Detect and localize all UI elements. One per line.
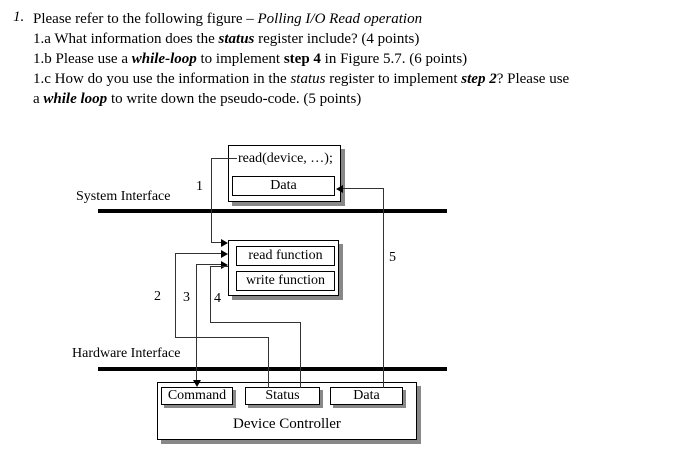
system-interface-line [98, 209, 447, 213]
read-call-label: read(device, …); [238, 151, 333, 166]
step4-connector-top [210, 266, 228, 267]
system-interface-label: System Interface [76, 189, 171, 204]
hardware-interface-label: Hardware Interface [72, 346, 181, 361]
read-function-box: read function [236, 246, 335, 266]
step5-label: 5 [389, 250, 396, 265]
step5-connector-vertical [383, 188, 384, 388]
data-register-label: Data [353, 388, 380, 403]
step5-arrowhead-icon [336, 185, 343, 193]
step1-connector-vertical [211, 158, 212, 243]
step2-arrowhead-icon [221, 250, 228, 258]
hardware-interface-line [98, 367, 447, 371]
question-number: 1. [13, 9, 25, 25]
read-function-label: read function [248, 248, 323, 263]
status-register-label: Status [265, 388, 300, 403]
step3-arrowhead-icon [221, 261, 228, 269]
write-function-label: write function [246, 273, 325, 288]
step3-label: 3 [183, 290, 190, 305]
step4-connector-drop [300, 322, 301, 388]
step3-command-arrowhead-icon [193, 380, 201, 387]
question-text: Please refer to the following figure – P… [33, 9, 663, 109]
question-line: 1.b Please use a while-loop to implement… [33, 51, 468, 67]
step4-connector-vertical [210, 266, 211, 323]
device-controller-label: Device Controller [233, 416, 341, 432]
step4-connector-bottom [210, 322, 300, 323]
step2-connector-vertical [175, 253, 176, 338]
step1-arrowhead-icon [221, 239, 228, 247]
user-data-box: Data [232, 176, 335, 196]
step4-label: 4 [214, 291, 221, 306]
question-line: Please refer to the following figure – P… [33, 11, 423, 27]
command-register-box: Command [161, 387, 233, 405]
data-register-box: Data [330, 387, 403, 405]
command-register-label: Command [167, 388, 227, 403]
step2-connector-top [175, 253, 222, 254]
step1-connector-top [211, 158, 237, 159]
step3-connector-vertical [196, 264, 197, 381]
question-line: a while loop to write down the pseudo-co… [33, 91, 362, 107]
step3-connector-top [196, 264, 222, 265]
user-data-label: Data [270, 178, 297, 193]
step1-label: 1 [196, 179, 203, 194]
step2-connector-bottom [175, 337, 269, 338]
step2-label: 2 [154, 289, 161, 304]
write-function-box: write function [236, 271, 335, 291]
status-register-box: Status [245, 387, 320, 405]
question-line: 1.a What information does the status reg… [33, 31, 420, 47]
question-line: 1.c How do you use the information in th… [33, 71, 570, 87]
step2-connector-drop [268, 337, 269, 388]
step5-connector-top [343, 188, 383, 189]
step1-connector-bottom [211, 242, 222, 243]
